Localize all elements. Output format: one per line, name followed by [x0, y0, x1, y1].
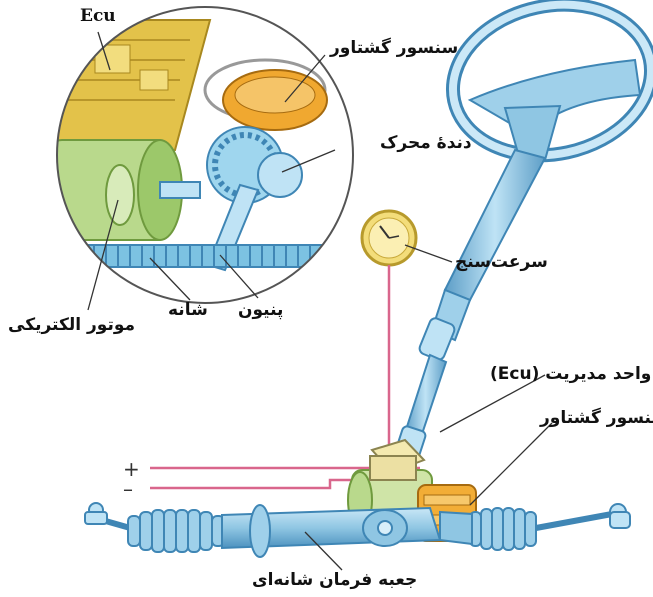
- label-torque-sensor-bottom: سنسور گشتاور: [540, 410, 653, 427]
- label-electric-motor: موتور الکتریکی: [8, 317, 135, 334]
- label-ecu-unit: واحد مدیریت (Ecu): [490, 366, 651, 383]
- steering-column: [393, 150, 545, 465]
- speedometer-icon: [362, 211, 416, 265]
- label-pinion: پنیون: [238, 302, 283, 319]
- zoom-detail: [45, 7, 360, 303]
- label-drive-gear: دندهٔ محرک: [380, 135, 472, 152]
- minus-sign: –: [123, 477, 133, 501]
- label-rack: شانه: [168, 302, 208, 319]
- label-torque-sensor-top: سنسور گشتاور: [330, 40, 458, 57]
- rack-steering-box: [85, 503, 630, 557]
- label-speedometer: سرعت‌سنج: [455, 254, 548, 271]
- label-rack-steering-box: جعبه فرمان شانه‌ای: [252, 572, 417, 589]
- label-ecu-top: Ecu: [80, 8, 116, 25]
